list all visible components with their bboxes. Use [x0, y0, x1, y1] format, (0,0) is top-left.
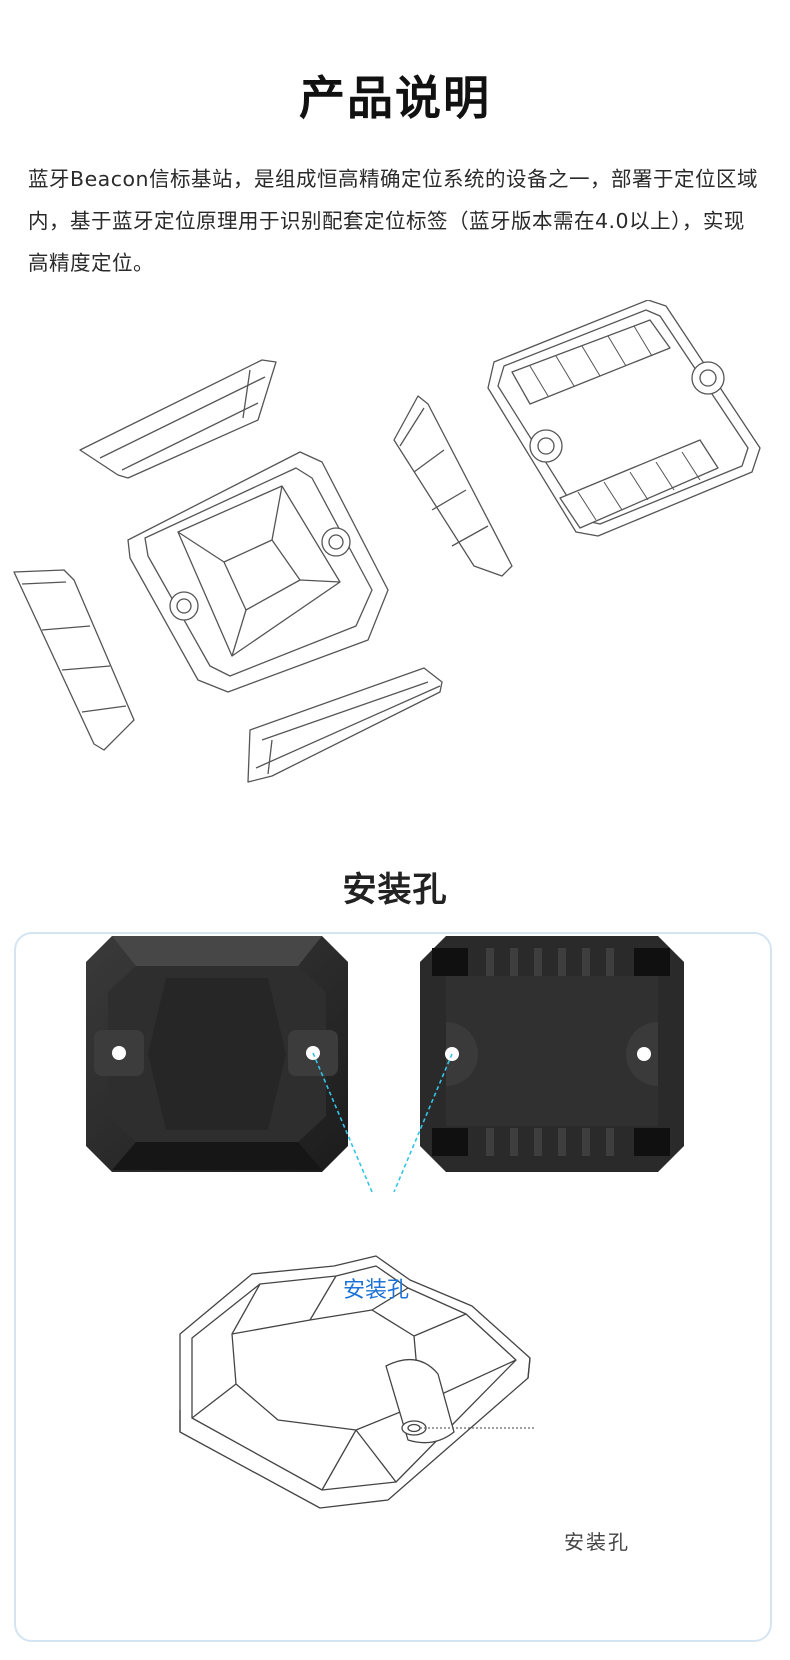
housing-main-body	[127, 451, 389, 693]
mounting-photos	[86, 936, 684, 1509]
mounting-section-title: 安装孔	[342, 870, 448, 910]
device-bottom-view	[420, 936, 684, 1172]
side-strip-left	[13, 569, 135, 751]
mounting-panel: 安装孔 安装孔	[14, 932, 772, 1642]
side-strip-top-left	[79, 359, 277, 479]
device-isometric-drawing	[179, 1255, 531, 1509]
side-strip-right	[393, 395, 513, 577]
page-title: 产品说明	[299, 71, 491, 125]
mounting-hole-left	[112, 1046, 126, 1060]
mounting-hole-back-right	[637, 1047, 651, 1061]
base-plate	[487, 300, 761, 537]
mounting-hole-label-blue: 安装孔	[342, 1278, 409, 1303]
side-strip-bottom	[247, 667, 443, 783]
mounting-hole-label-drawing: 安装孔	[564, 1530, 630, 1554]
exploded-view-drawing	[13, 300, 761, 783]
intro-paragraph: 蓝牙Beacon信标基站，是组成恒高精确定位系统的设备之一，部署于定位区域内，基…	[28, 167, 759, 275]
leader-lines	[312, 1052, 453, 1193]
device-top-view	[86, 936, 348, 1172]
